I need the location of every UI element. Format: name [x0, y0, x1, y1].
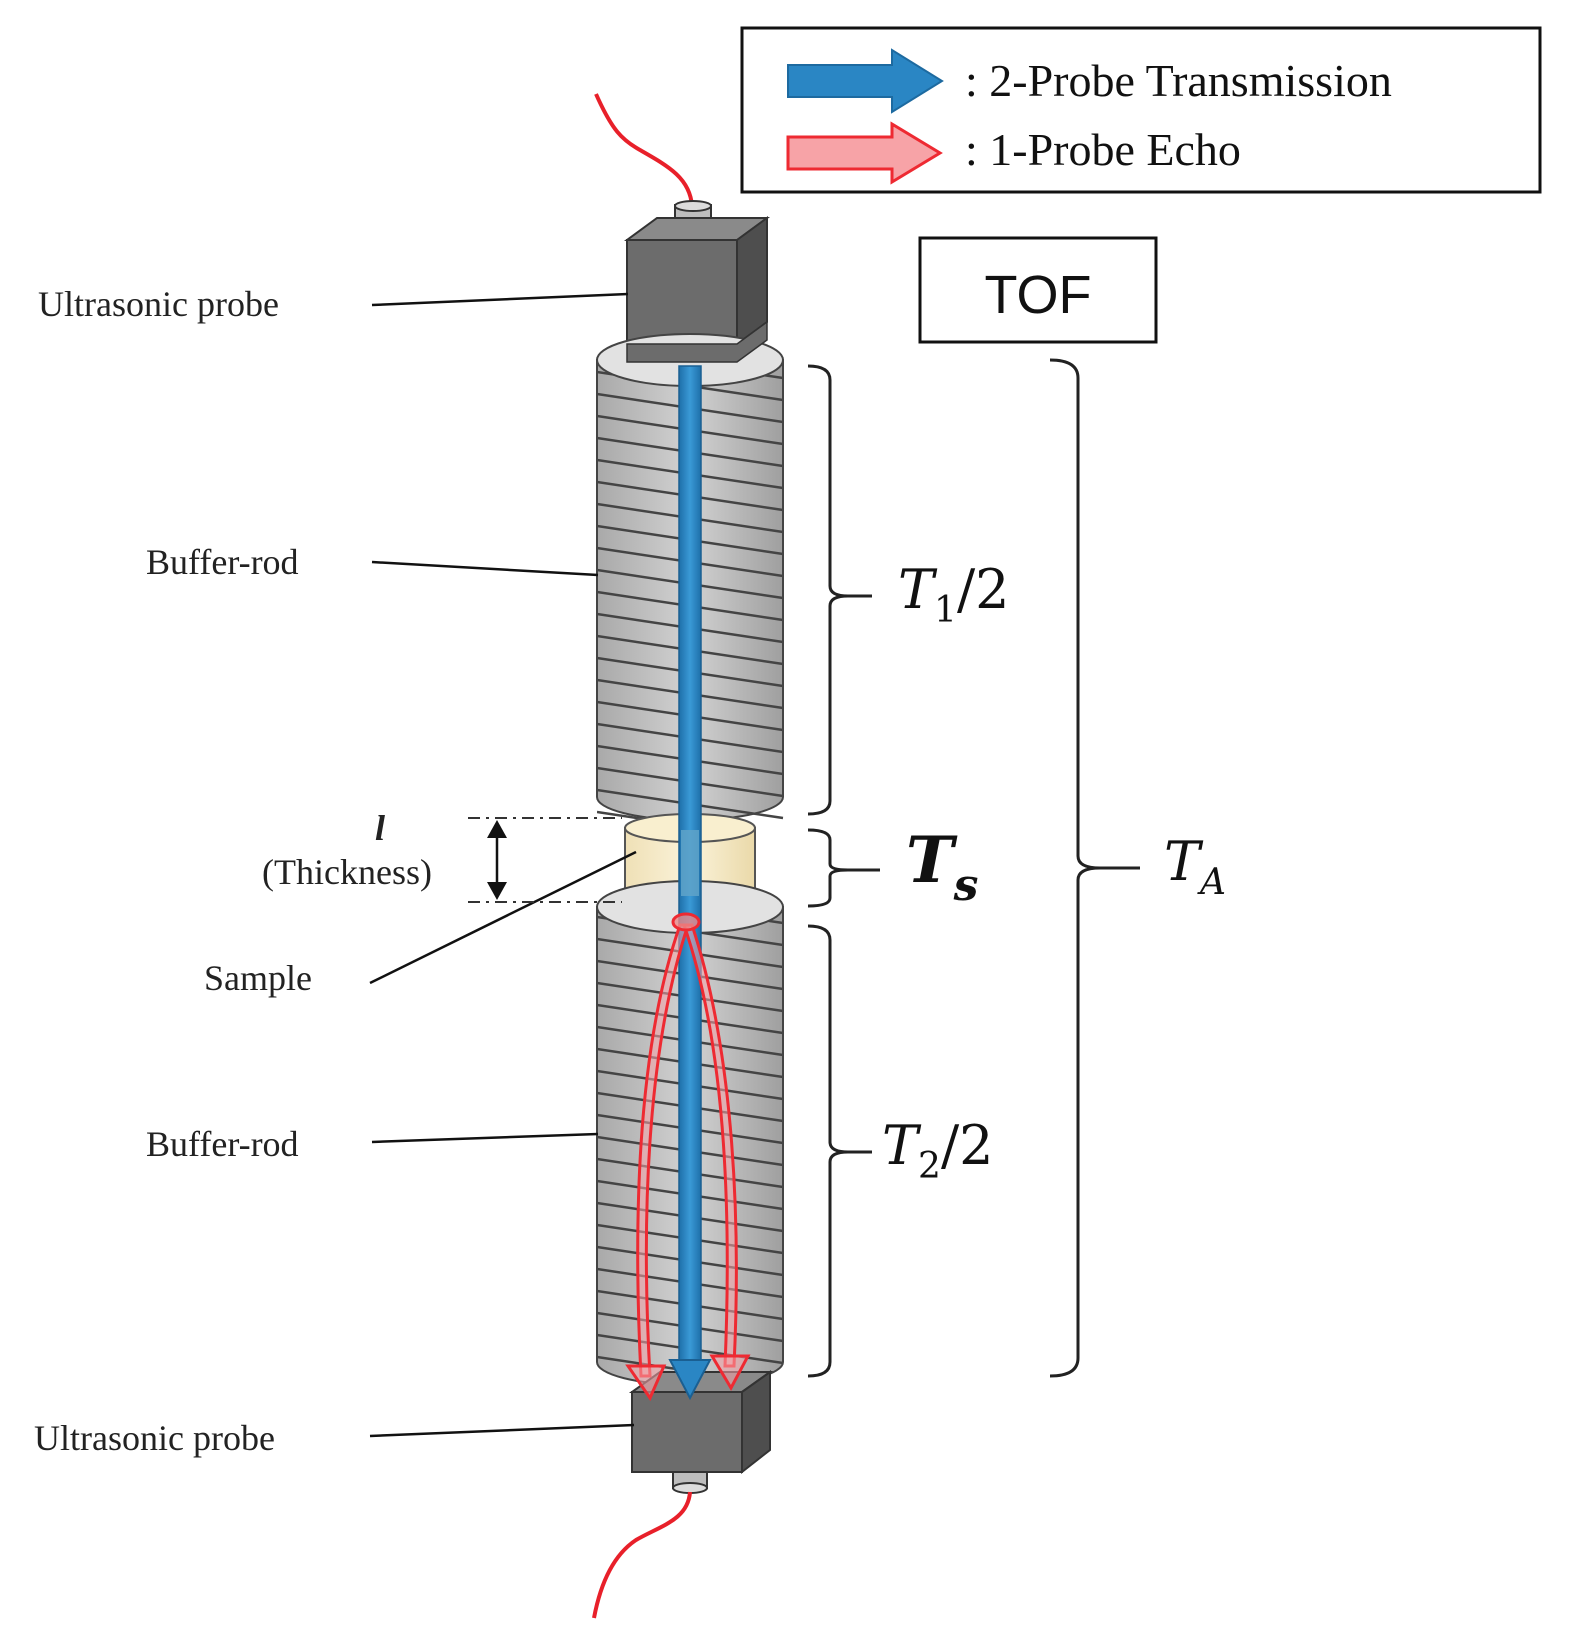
label-sample: Sample [204, 958, 312, 998]
blue-arrow-icon [787, 48, 944, 114]
label-thickness-text: (Thickness) [262, 852, 432, 892]
math-ta: TA [1164, 830, 1226, 903]
top-ultrasonic-probe [623, 200, 771, 346]
thickness-indicator [468, 817, 622, 903]
math-t2-over-2: T2/2 [882, 1114, 994, 1187]
top-cable [594, 93, 694, 207]
brace-ts [807, 828, 849, 908]
label-buffer-top: Buffer-rod [146, 542, 299, 582]
label-probe-top: Ultrasonic probe [38, 284, 279, 324]
tof-box: TOF [918, 236, 1158, 344]
label-buffer-bottom: Buffer-rod [146, 1124, 299, 1164]
leader-lines [369, 292, 637, 1438]
transmission-arrow [668, 365, 712, 1401]
label-thickness-symbol: l [375, 808, 385, 848]
math-ts: Ts [906, 823, 978, 911]
echo-arrowhead-right [709, 1354, 751, 1392]
math-t1-over-2: T1/2 [898, 558, 1010, 631]
tof-title: TOF [985, 265, 1092, 325]
legend-transmission-label: : 2-Probe Transmission [965, 55, 1392, 106]
legend-echo-label: : 1-Probe Echo [965, 124, 1241, 175]
bottom-cable [592, 1491, 692, 1619]
brace-t1 [807, 364, 849, 816]
brace-t2 [807, 924, 849, 1378]
brace-ta [1049, 358, 1101, 1378]
rod-stripe [597, 810, 659, 820]
echo-arrows [625, 912, 751, 1402]
bottom-ultrasonic-probe [628, 1370, 774, 1494]
label-probe-bottom: Ultrasonic probe [34, 1418, 275, 1458]
echo-arrowhead-left [625, 1364, 667, 1402]
red-outline-arrow-icon [786, 121, 943, 185]
legend: : 2-Probe Transmission : 1-Probe Echo [740, 26, 1542, 194]
